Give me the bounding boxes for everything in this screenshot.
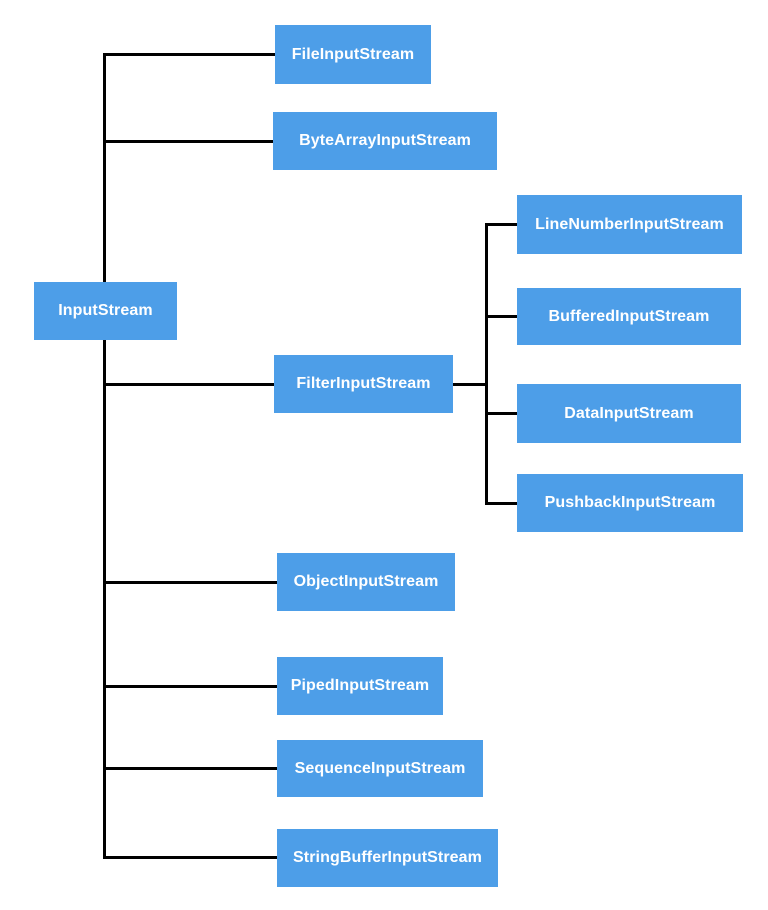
connector-branch-pushbackinputstream [485,502,517,505]
node-linenumberinputstream: LineNumberInputStream [517,195,742,254]
node-objectinputstream: ObjectInputStream [277,553,455,611]
connector-branch-fileinputstream [103,53,275,56]
connector-branch-pipedinputstream [103,685,277,688]
node-inputstream: InputStream [34,282,177,340]
node-datainputstream: DataInputStream [517,384,741,443]
connector-branch-objectinputstream [103,581,277,584]
connector-filterinputstream-out [453,383,488,386]
connector-branch-sequenceinputstream [103,767,277,770]
node-fileinputstream: FileInputStream [275,25,431,84]
connector-branch-filterinputstream [103,383,274,386]
node-filterinputstream: FilterInputStream [274,355,453,413]
node-stringbufferinputstream: StringBufferInputStream [277,829,498,887]
connector-branch-linenumberinputstream [485,223,517,226]
node-pipedinputstream: PipedInputStream [277,657,443,715]
node-bytearrayinputstream: ByteArrayInputStream [273,112,497,170]
node-sequenceinputstream: SequenceInputStream [277,740,483,797]
node-bufferedinputstream: BufferedInputStream [517,288,741,345]
connector-branch-bufferedinputstream [485,315,517,318]
connector-trunk [103,53,106,859]
node-pushbackinputstream: PushbackInputStream [517,474,743,532]
connector-branch-datainputstream [485,412,517,415]
connector-filter-subtrunk [485,223,488,505]
connector-branch-bytearrayinputstream [103,140,273,143]
connector-branch-stringbufferinputstream [103,856,277,859]
